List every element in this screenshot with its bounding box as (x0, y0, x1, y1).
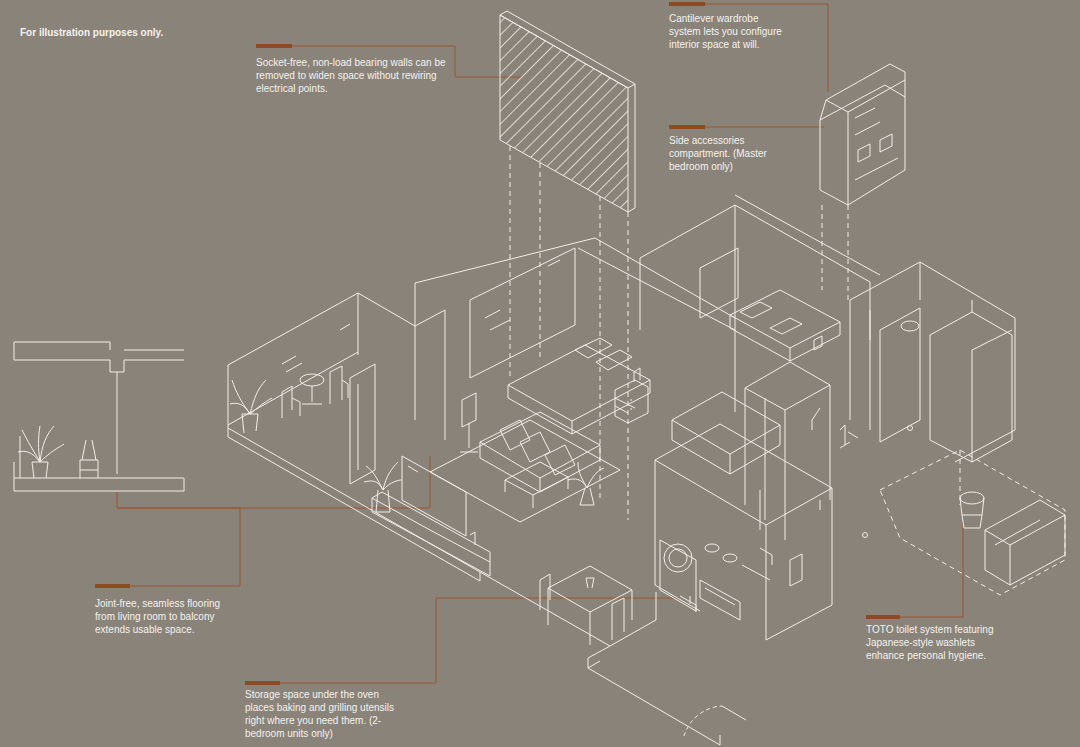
callout-note: Joint-free, seamless flooring from livin… (95, 597, 235, 636)
disclaimer-note: For illustration purposes only. (20, 26, 260, 39)
callout-note: Side accessories compartment. (Master be… (669, 134, 781, 173)
callout-note: Socket-free, non-load bearing walls can … (256, 56, 461, 95)
callout-note: Storage space under the oven places baki… (245, 688, 405, 740)
callout-note: Cantilever wardrobe system lets you conf… (669, 12, 787, 51)
callout-bars (95, 2, 900, 685)
plan-lines (14, 11, 1065, 745)
callout-note: TOTO toilet system featuring Japanese-st… (866, 623, 1008, 662)
leader-lines (117, 4, 963, 683)
